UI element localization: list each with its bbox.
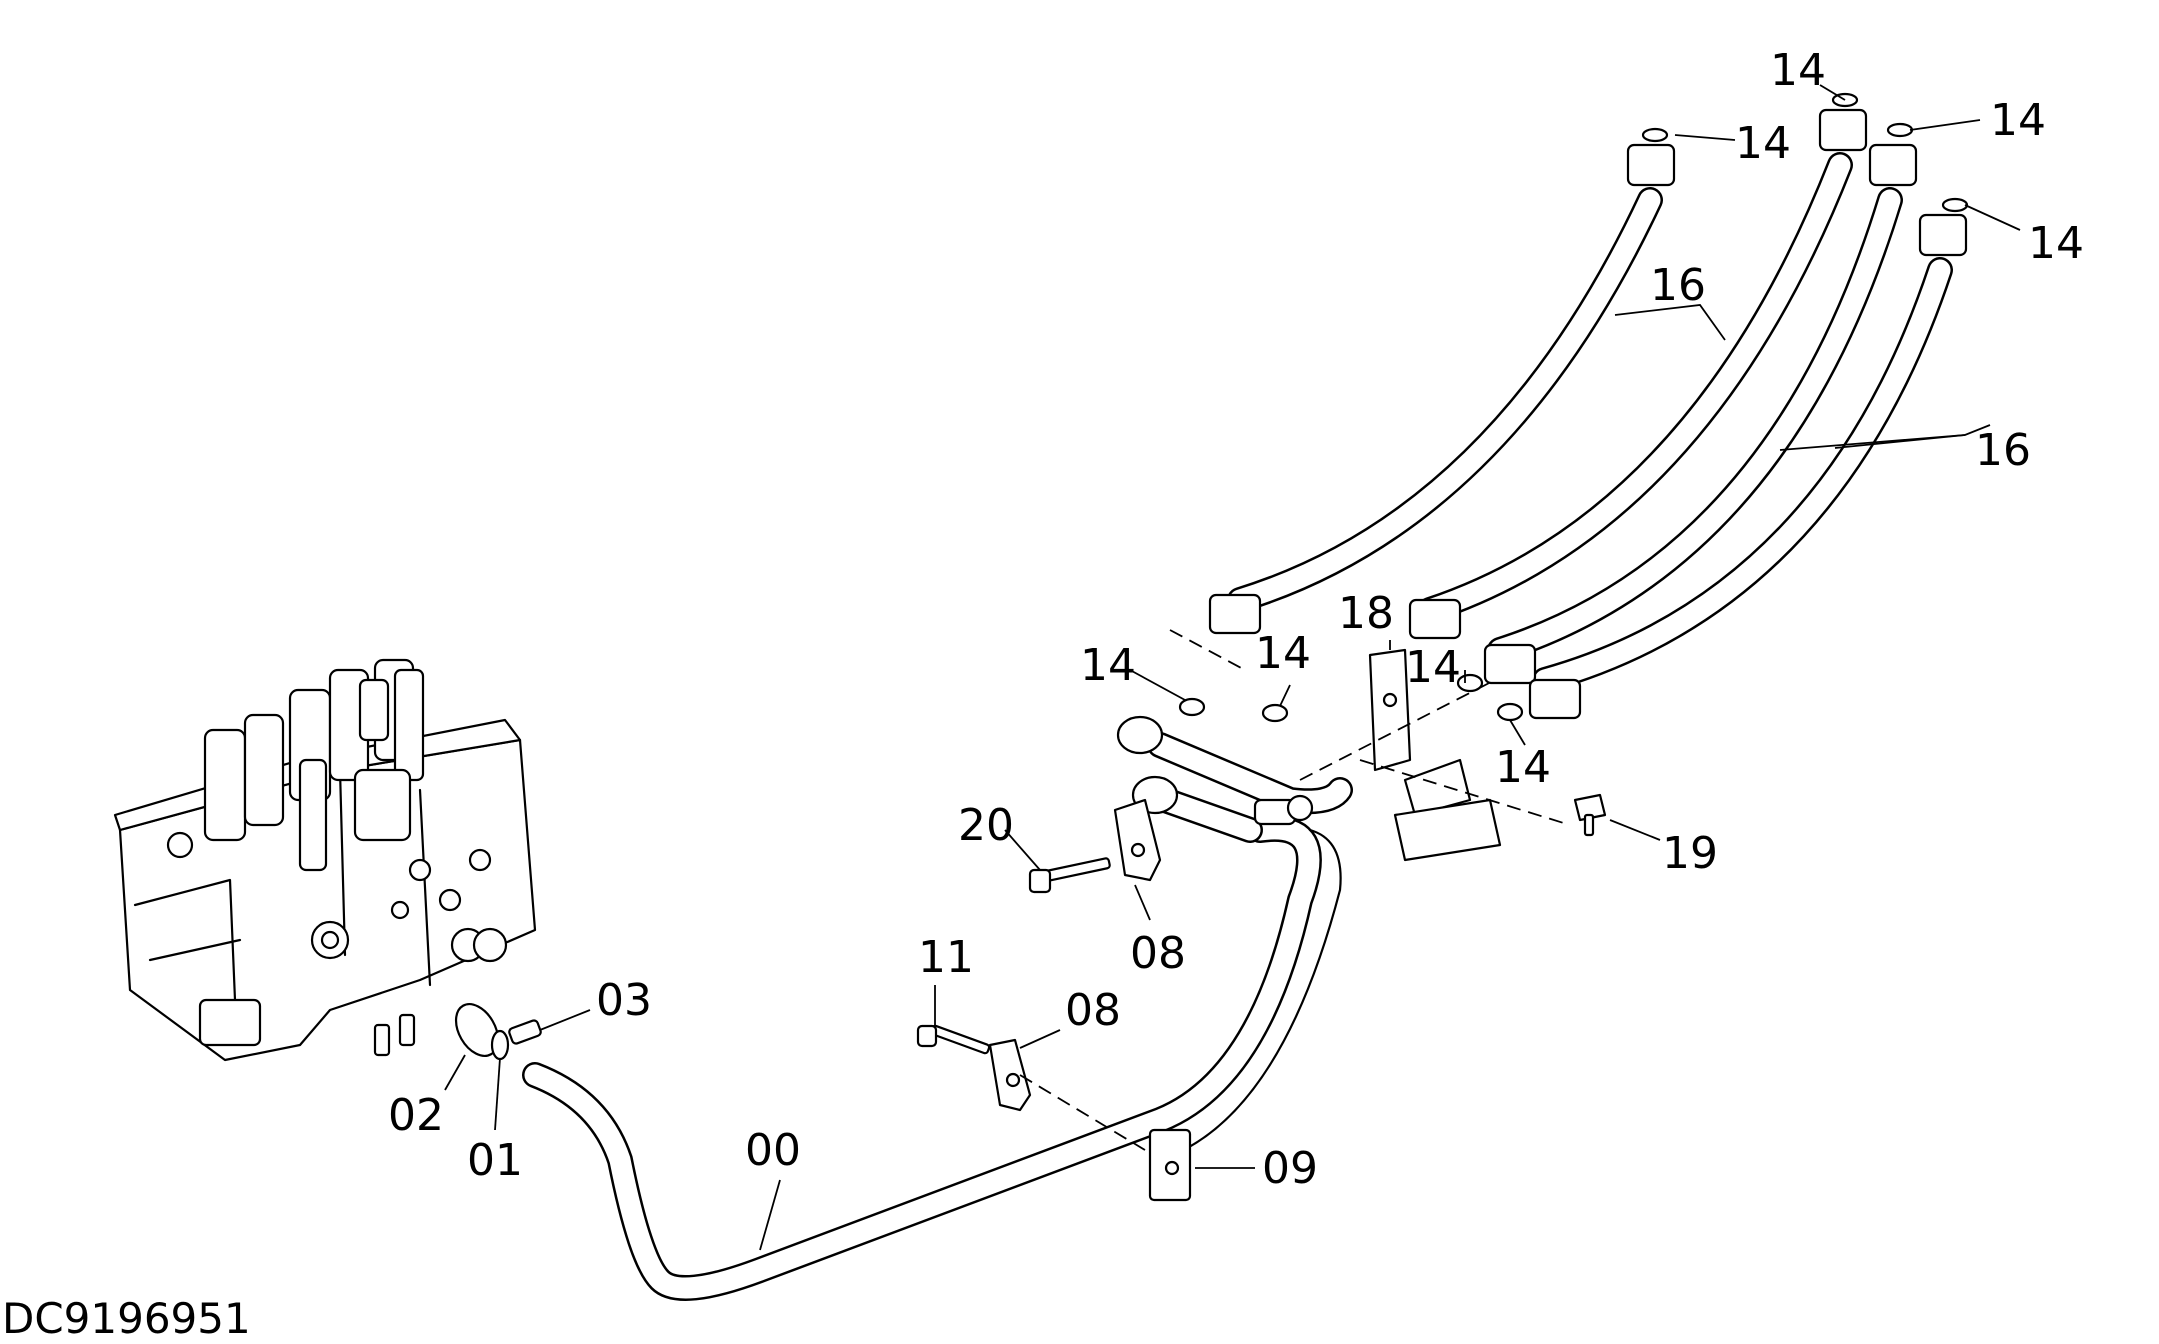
o-rings	[1178, 92, 1969, 723]
callout-20: 20	[958, 800, 1014, 851]
callout-14-mid-3: 14	[1405, 642, 1461, 693]
callout-14-mid-4: 14	[1495, 742, 1551, 793]
hose-fittings-bottom	[1208, 593, 1582, 720]
callout-14-top-1: 14	[1770, 45, 1826, 96]
callout-14-top-2: 14	[1735, 118, 1791, 169]
bolt-20	[1028, 857, 1111, 894]
callout-14-top-4: 14	[2028, 218, 2084, 269]
callout-16-a: 16	[1650, 260, 1706, 311]
callout-18: 18	[1338, 588, 1394, 639]
plate-09	[1148, 1128, 1192, 1202]
main-pipe	[522, 815, 1342, 1301]
hose-3	[1487, 187, 1903, 663]
hose-2	[1417, 152, 1853, 623]
hose-1	[1227, 187, 1663, 613]
callout-labels: 14 14 14 14 16 16 18 14 14 14 14 19 20 0…	[388, 45, 2084, 1194]
bolt-11	[916, 1024, 991, 1055]
callout-09: 09	[1262, 1143, 1318, 1194]
callout-14-mid-2: 14	[1255, 628, 1311, 679]
hose-4	[1532, 257, 1953, 693]
callout-08-upper: 08	[1130, 928, 1186, 979]
callout-02: 02	[388, 1090, 444, 1141]
callout-08-lower: 08	[1065, 985, 1121, 1036]
bracket-18	[1368, 648, 1502, 862]
upper-pipes	[1116, 715, 1353, 843]
callout-11: 11	[918, 932, 974, 983]
control-valve-assembly	[113, 658, 537, 1062]
callout-14-top-3: 14	[1990, 95, 2046, 146]
bolt-19	[1573, 793, 1607, 837]
callout-19: 19	[1662, 828, 1718, 879]
callout-00: 00	[745, 1125, 801, 1176]
pipe-clamp-upper	[1113, 798, 1162, 882]
flange-fitting	[454, 1003, 542, 1061]
pipe-clamp-lower	[988, 1038, 1032, 1112]
hose-fittings-top	[1626, 108, 1968, 257]
document-code: DC9196951	[2, 1294, 251, 1343]
callout-14-mid-1: 14	[1080, 640, 1136, 691]
callout-01: 01	[467, 1135, 523, 1186]
callout-03: 03	[596, 975, 652, 1026]
callout-16-b: 16	[1975, 425, 2031, 476]
leader-lines	[444, 84, 2021, 1251]
